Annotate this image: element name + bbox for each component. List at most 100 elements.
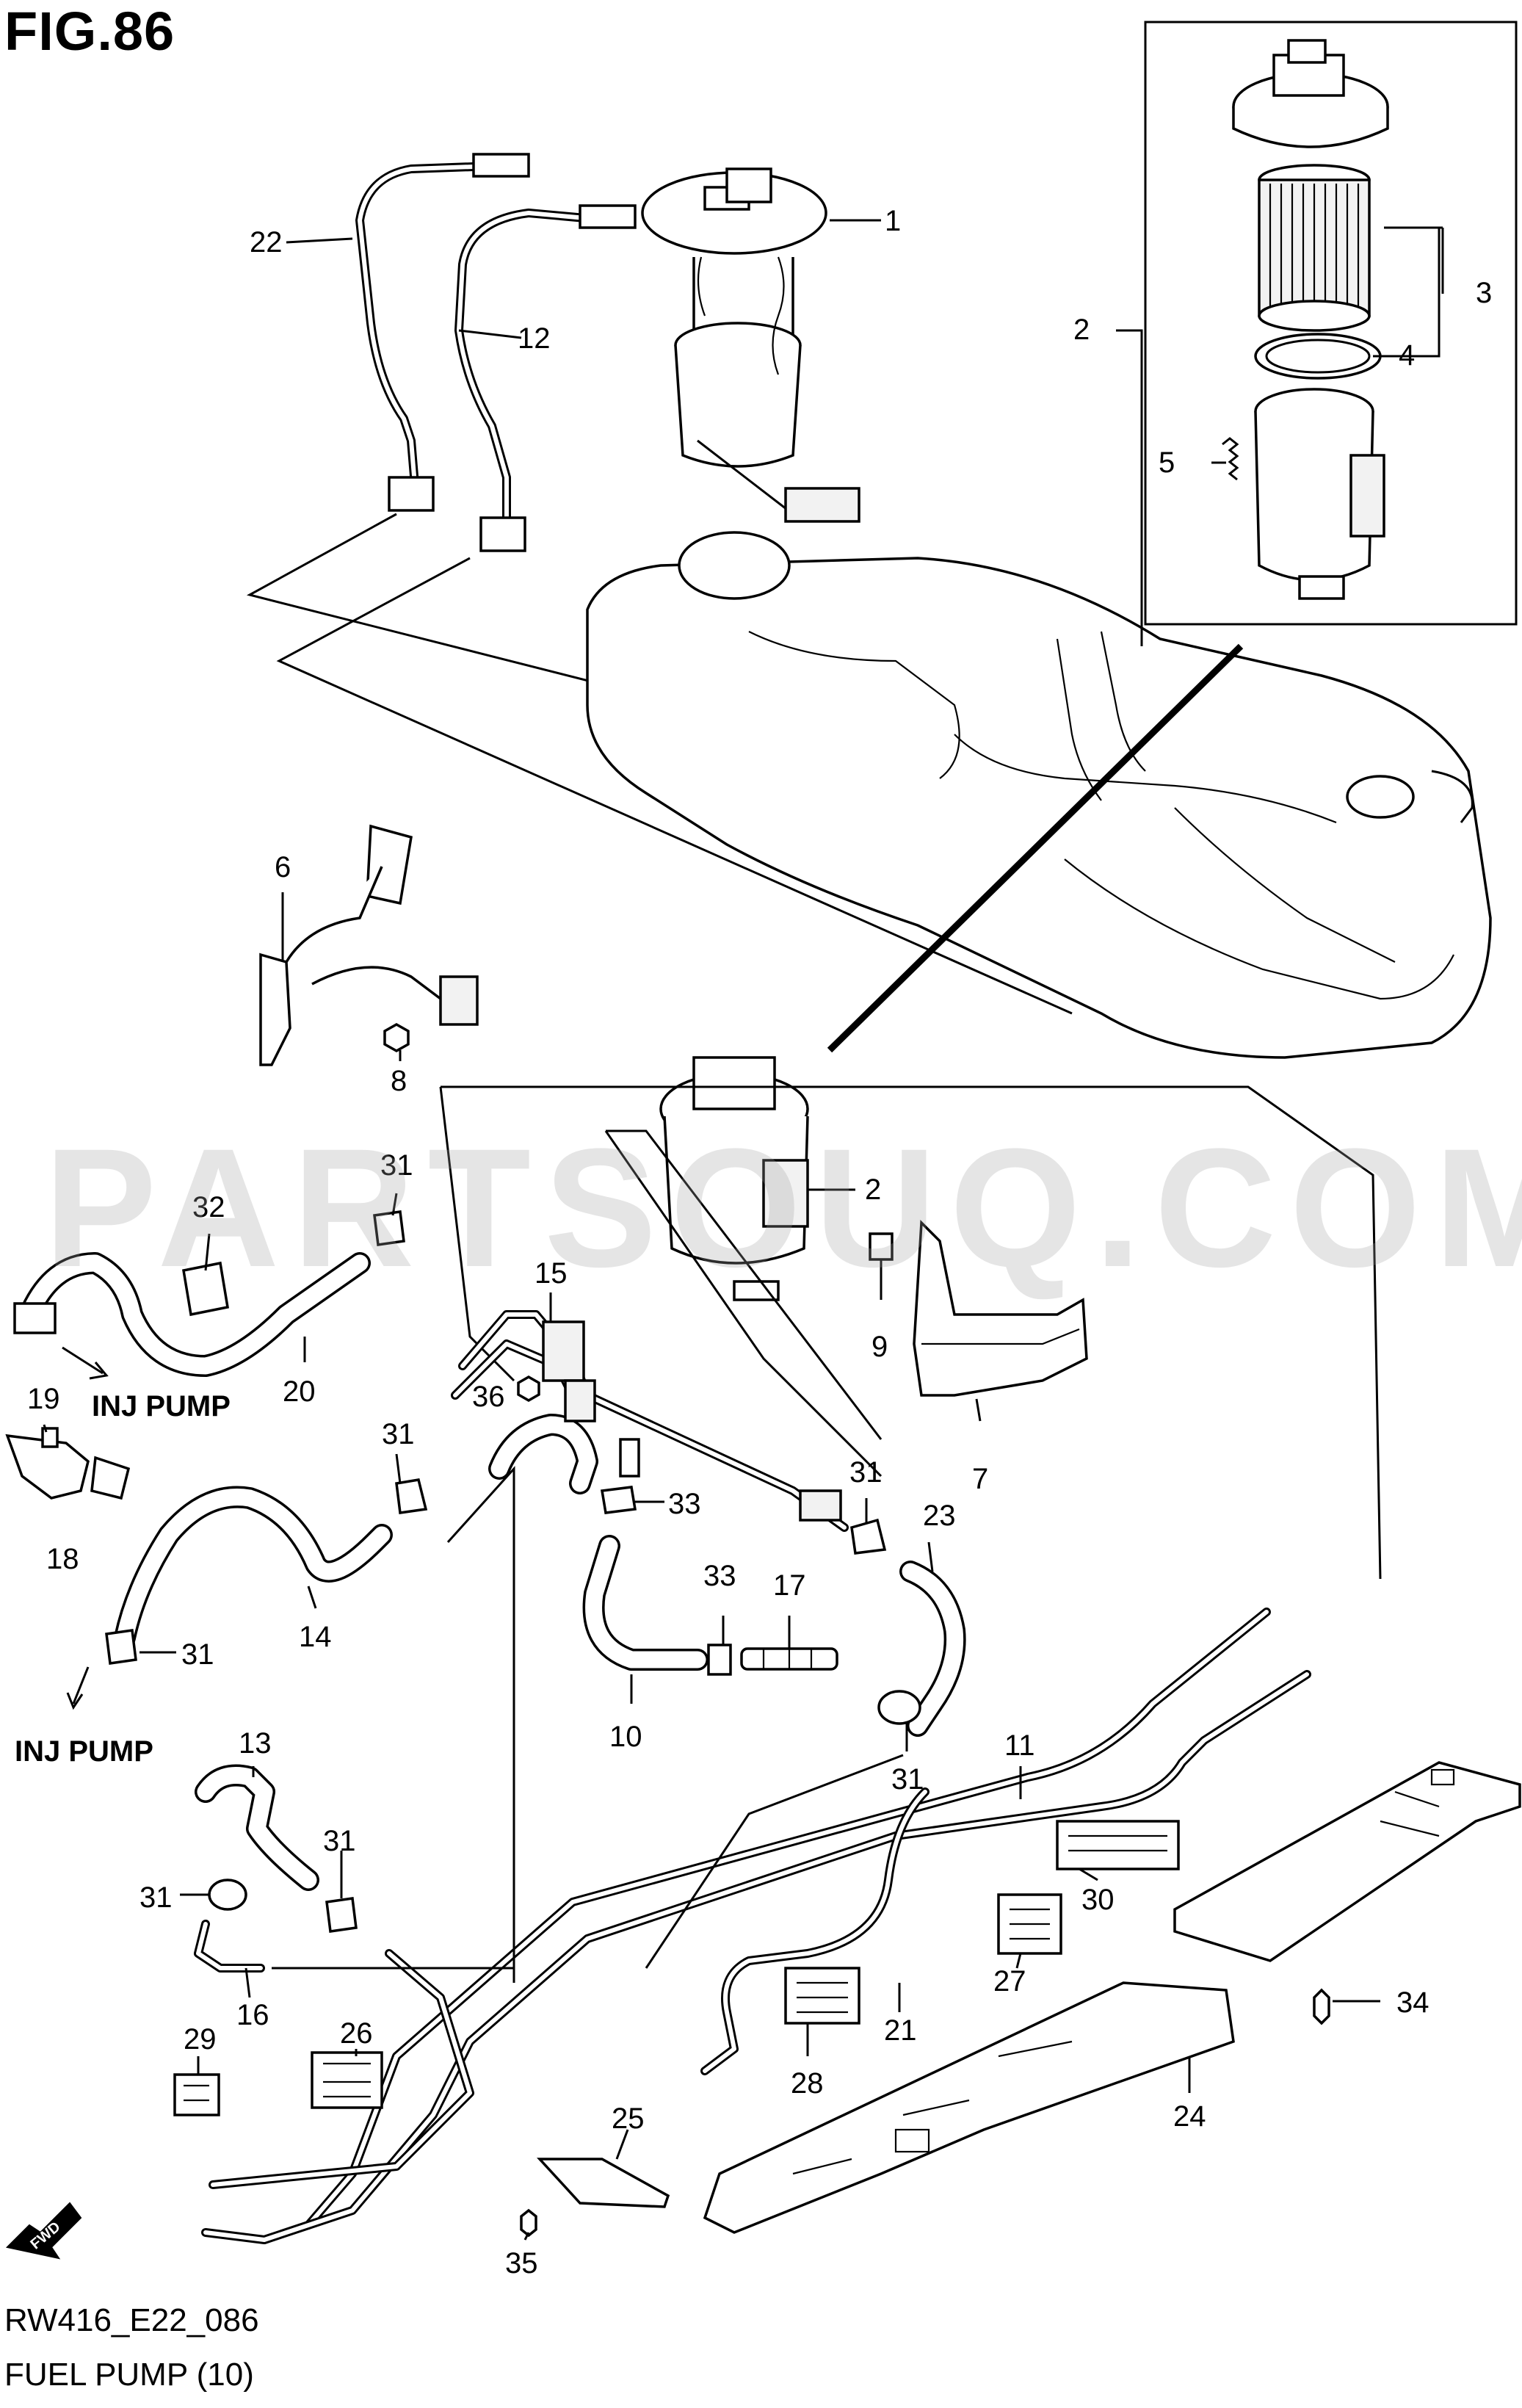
screw-35	[520, 2208, 537, 2238]
callout-30: 30	[1081, 1884, 1115, 1916]
callout-31-a: 31	[380, 1149, 413, 1182]
callout-4: 4	[1399, 339, 1415, 372]
clip-31-g	[325, 1897, 358, 1933]
callout-29: 29	[184, 2023, 217, 2056]
pump-inset-box	[1144, 21, 1518, 626]
callout-3: 3	[1476, 277, 1492, 309]
callout-15: 15	[534, 1257, 568, 1290]
callout-8: 8	[391, 1065, 407, 1097]
callout-21: 21	[884, 2014, 917, 2047]
callout-32: 32	[192, 1191, 225, 1223]
nut-36	[517, 1375, 540, 1403]
protector-plate-upper	[1173, 1761, 1521, 1962]
callout-25: 25	[612, 2103, 645, 2135]
pump-housing	[1254, 388, 1385, 600]
leader-lines	[43, 219, 1444, 2241]
callout-labels: 1 2 3 4 5 2 6 8 7 9 15 31 32 20 19 18 36…	[27, 205, 1492, 2279]
inj-pump-note-1: INJ PUMP	[92, 1390, 231, 1422]
callout-31-e: 31	[891, 1763, 924, 1796]
hose-14	[114, 1486, 393, 1649]
callout-19: 19	[27, 1383, 60, 1415]
hose-23	[899, 1561, 966, 1737]
callout-2-b: 2	[865, 1174, 881, 1206]
callout-26: 26	[340, 2017, 373, 2050]
callout-34: 34	[1396, 1986, 1429, 2019]
callout-5: 5	[1159, 446, 1175, 479]
callout-10: 10	[609, 1721, 642, 1753]
nut-9	[869, 1232, 894, 1261]
fuel-filter	[1258, 164, 1371, 332]
callout-20: 20	[283, 1375, 316, 1408]
bracket-25	[537, 2158, 670, 2208]
fwd-arrow-icon	[5, 2202, 82, 2260]
callout-22: 22	[250, 226, 283, 258]
fuel-tank	[586, 531, 1492, 1059]
clamp-29	[173, 2073, 220, 2116]
hose-13	[195, 1764, 319, 1891]
callout-35: 35	[505, 2247, 538, 2279]
bolt-19	[41, 1427, 59, 1448]
callout-12: 12	[518, 322, 551, 355]
figure-name: FUEL PUMP (10)	[4, 2357, 254, 2393]
pipe-assembly-15	[451, 1310, 849, 1532]
pipe-16	[194, 1920, 265, 1973]
fuel-pipe-11	[201, 1608, 1311, 2244]
union-17	[740, 1647, 838, 1671]
clip-33-b	[707, 1644, 732, 1676]
hose-21	[700, 1787, 929, 2075]
callout-23: 23	[923, 1500, 956, 1532]
callout-2: 2	[1073, 314, 1090, 346]
clip-31-e	[877, 1690, 921, 1725]
callout-31-d: 31	[849, 1456, 883, 1489]
bracket-18	[5, 1433, 131, 1500]
spring	[1222, 437, 1239, 481]
fuel-pump-assembly	[641, 167, 860, 523]
fuel-hose-22	[355, 153, 530, 512]
clamp-32	[181, 1261, 230, 1317]
figure-title: FIG.86	[4, 1, 175, 62]
pump-assembly-2	[659, 1056, 809, 1301]
hose-20	[13, 1252, 371, 1377]
clip-31-f	[208, 1879, 247, 1911]
clamp-30	[1056, 1820, 1180, 1870]
callout-31-f: 31	[139, 1881, 173, 1914]
nut-8	[383, 1022, 410, 1053]
callout-31-b: 31	[382, 1418, 415, 1450]
callout-36: 36	[472, 1381, 505, 1413]
callout-13: 13	[239, 1727, 272, 1760]
clamp-27	[997, 1893, 1062, 1955]
callout-1: 1	[885, 205, 901, 237]
callout-31-c: 31	[181, 1638, 214, 1671]
inj-pump-note-2: INJ PUMP	[15, 1735, 153, 1768]
callout-18: 18	[46, 1543, 79, 1575]
clip-31-c	[105, 1629, 137, 1665]
callout-17: 17	[773, 1569, 806, 1602]
protector-plate-24	[703, 1981, 1235, 2234]
callout-31-g: 31	[323, 1825, 356, 1857]
callout-33-a: 33	[668, 1488, 701, 1520]
hose-10	[582, 1535, 709, 1671]
protector-7	[913, 1220, 1088, 1397]
callout-28: 28	[791, 2067, 824, 2100]
clip-31-b	[395, 1478, 428, 1514]
callout-27: 27	[993, 1965, 1026, 1997]
callout-33-b: 33	[703, 1560, 736, 1592]
callout-24: 24	[1173, 2100, 1206, 2133]
screw-34	[1313, 1988, 1330, 2025]
callout-11: 11	[1004, 1729, 1035, 1762]
callout-9: 9	[871, 1331, 888, 1363]
clip-31-a	[373, 1210, 405, 1246]
callout-16: 16	[236, 1999, 269, 2031]
callout-6: 6	[275, 851, 291, 883]
callout-7: 7	[972, 1463, 988, 1495]
clip-31-d	[850, 1518, 887, 1555]
callout-14: 14	[299, 1621, 332, 1653]
figure-code: RW416_E22_086	[4, 2302, 259, 2338]
fuel-hose-12	[454, 204, 637, 552]
clamp-28	[784, 1967, 860, 2025]
bracket-6	[259, 824, 479, 1066]
pump-cap	[1232, 39, 1389, 148]
clamp-26	[311, 2051, 383, 2109]
